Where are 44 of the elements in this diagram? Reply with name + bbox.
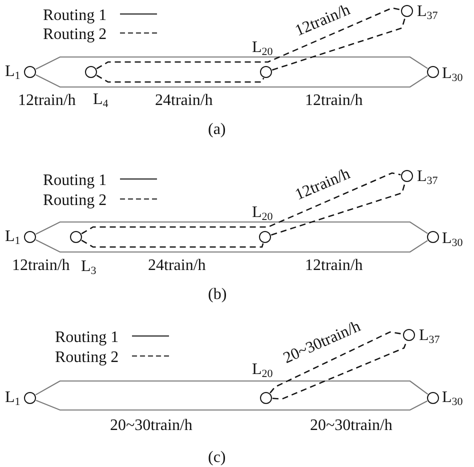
station-label: L$_{1}$ bbox=[5, 64, 20, 80]
panel-caption: (c) bbox=[208, 450, 226, 466]
legend-label: Routing 1 bbox=[55, 330, 119, 346]
dashed-route-line bbox=[272, 17, 406, 71]
dashed-route-line bbox=[96, 74, 264, 83]
station-label: L$_{37}$ bbox=[419, 328, 440, 344]
station-label: L$_{30}$ bbox=[442, 66, 463, 82]
dashed-route-line bbox=[270, 331, 403, 394]
rate-label: 12train/h bbox=[305, 258, 363, 274]
legend-label: Routing 1 bbox=[43, 8, 107, 24]
legend-label: Routing 2 bbox=[43, 27, 107, 43]
rate-label: 24train/h bbox=[155, 93, 213, 109]
station-label: L$_{4}$ bbox=[93, 92, 108, 108]
panel-caption: (b) bbox=[208, 287, 227, 303]
route-line bbox=[36, 221, 428, 235]
rate-label: 20~30train/h bbox=[110, 418, 192, 434]
route-line bbox=[36, 74, 428, 88]
station-label: L$_{30}$ bbox=[442, 390, 463, 406]
route-line bbox=[36, 239, 428, 253]
route-line bbox=[35, 380, 428, 396]
rate-label: 24train/h bbox=[148, 258, 206, 274]
station-label: L$_{3}$ bbox=[81, 259, 96, 275]
station-label: L$_{20}$ bbox=[252, 205, 273, 221]
legend-label: Routing 2 bbox=[55, 350, 119, 366]
route-line bbox=[36, 56, 428, 70]
legend-label: Routing 2 bbox=[43, 193, 107, 209]
station-label: L$_{37}$ bbox=[417, 4, 438, 20]
station-label: L$_{20}$ bbox=[252, 40, 273, 56]
station-label: L$_{1}$ bbox=[5, 390, 20, 406]
rate-label: 12train/h bbox=[18, 93, 76, 109]
dashed-route-line bbox=[271, 182, 406, 236]
station-label: L$_{1}$ bbox=[5, 229, 20, 245]
rate-label: 12train/h bbox=[12, 258, 70, 274]
station-label: L$_{37}$ bbox=[417, 169, 438, 185]
station-label: L$_{30}$ bbox=[442, 231, 463, 247]
panel-caption: (a) bbox=[208, 122, 226, 138]
rate-label: 12train/h bbox=[305, 93, 363, 109]
rate-label: 20~30train/h bbox=[310, 418, 392, 434]
route-line bbox=[36, 400, 428, 411]
dashed-route-line bbox=[81, 240, 264, 248]
dashed-route-line bbox=[96, 7, 401, 70]
legend-label: Routing 1 bbox=[43, 173, 107, 189]
station-label: L$_{20}$ bbox=[252, 362, 273, 378]
dashed-route-line bbox=[81, 172, 401, 234]
